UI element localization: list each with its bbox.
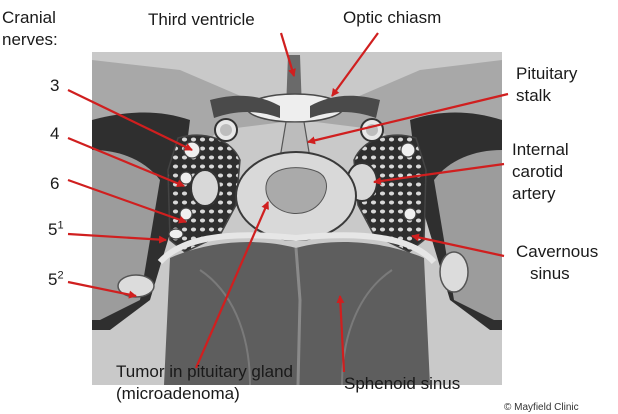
- nerve-5-2-sup: 2: [57, 269, 63, 281]
- tumor-label-line1: Tumor in pituitary gland: [116, 362, 293, 382]
- internal-carotid-label-line1: Internal: [512, 140, 569, 160]
- nerve-5-1-sup: 1: [57, 219, 63, 231]
- third-ventricle-label: Third ventricle: [148, 10, 255, 30]
- cavernous-sinus-label-line1: Cavernous: [516, 242, 598, 262]
- optic-chiasm-label: Optic chiasm: [343, 8, 441, 28]
- nerve-6-label: 6: [50, 174, 59, 194]
- cranial-nerves-label-line2: nerves:: [2, 30, 58, 50]
- tumor-label-line2: (microadenoma): [116, 384, 240, 404]
- pituitary-gland-shape: [236, 152, 356, 240]
- internal-carotid-label-line3: artery: [512, 184, 555, 204]
- sphenoid-sinus-label: Sphenoid sinus: [344, 374, 460, 394]
- cranial-nerves-label-line1: Cranial: [2, 8, 56, 28]
- nerve-4-label: 4: [50, 124, 59, 144]
- pituitary-stalk-label-line2: stalk: [516, 86, 551, 106]
- nerve-5-2-label: 52: [48, 270, 64, 290]
- nerve-5-1-label: 51: [48, 220, 64, 240]
- pituitary-stalk-label-line1: Pituitary: [516, 64, 577, 84]
- credit-label: © Mayfield Clinic: [504, 402, 579, 414]
- internal-carotid-label-line2: carotid: [512, 162, 563, 182]
- cavernous-sinus-label-line2: sinus: [530, 264, 570, 284]
- nerve-3-label: 3: [50, 76, 59, 96]
